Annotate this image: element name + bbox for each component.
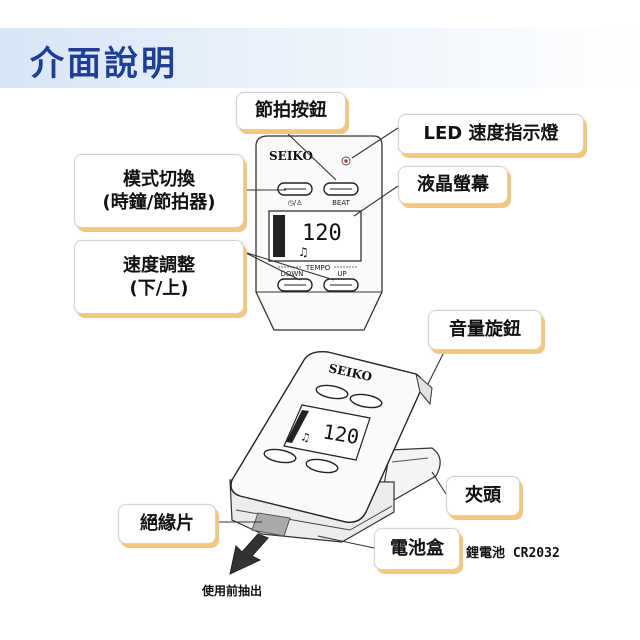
- callout-mode-switch: 模式切換 (時鐘/節拍器): [74, 154, 244, 228]
- callout-volume-knob: 音量旋鈕: [428, 310, 542, 350]
- tempo-label: TEMPO: [305, 264, 331, 272]
- leader-tempo-down: [243, 251, 301, 281]
- beat-label: BEAT: [332, 199, 350, 207]
- pull-out-arrow: [229, 533, 269, 575]
- persp-mode-button: [315, 384, 349, 400]
- persp-up-button: [305, 458, 339, 474]
- perspective-view: SEIKO 120 ♫: [229, 350, 441, 543]
- callout-beat-button-text: 節拍按鈕: [255, 100, 327, 122]
- battery-type-label: 鋰電池 CR2032: [466, 546, 560, 561]
- clip-ridge: [391, 457, 429, 463]
- perspective-lcd: [283, 404, 371, 461]
- callout-battery-box: 電池盒: [374, 528, 460, 570]
- callout-lcd-text: 液晶螢幕: [417, 174, 489, 196]
- leader-battery: [317, 535, 375, 549]
- perspective-lcd-beat-bar: [286, 410, 309, 443]
- callout-mode-switch-subtext: (時鐘/節拍器): [102, 192, 216, 213]
- front-lcd-value: 120: [302, 221, 342, 246]
- perspective-lcd-note: ♫: [299, 430, 311, 445]
- leader-lcd: [353, 185, 399, 217]
- callout-insulator-text: 絕緣片: [140, 513, 194, 535]
- persp-beat-button: [349, 393, 383, 409]
- led-dot: [344, 159, 348, 163]
- clip: [379, 447, 441, 510]
- battery-slot-line: [235, 509, 351, 531]
- callout-clip: 夾頭: [446, 476, 520, 516]
- front-view: SEIKO ◷/♙ BEAT 120 ♫ TEMPO DOWN UP: [255, 135, 383, 331]
- callout-tempo-adjust-subtext: (下/上): [129, 278, 189, 299]
- mode-icon-label: ◷/♙: [288, 199, 303, 207]
- callout-insulator: 絕緣片: [118, 504, 216, 544]
- insulator-tab[interactable]: [251, 512, 291, 537]
- battery-slot-line-2: [349, 505, 393, 531]
- callout-led-text: LED 速度指示燈: [423, 123, 559, 145]
- callout-lcd: 液晶螢幕: [398, 166, 508, 204]
- leader-tempo-up: [243, 251, 335, 281]
- volume-knob[interactable]: [415, 372, 433, 406]
- front-brand-logo: SEIKO: [269, 149, 313, 163]
- callout-beat-button: 節拍按鈕: [236, 92, 346, 130]
- callout-tempo-adjust: 速度調整 (下/上): [74, 240, 244, 314]
- page-title: 介面說明: [30, 44, 178, 84]
- callout-led: LED 速度指示燈: [398, 114, 584, 154]
- callout-volume-knob-text: 音量旋鈕: [449, 319, 521, 341]
- callout-clip-text: 夾頭: [465, 485, 501, 507]
- front-lcd-beat-bar: [273, 215, 285, 257]
- front-lcd-note: ♫: [298, 245, 309, 259]
- leader-beat-button: [287, 133, 337, 181]
- persp-down-button: [263, 448, 297, 464]
- title-banner: 介面說明: [0, 28, 640, 88]
- pull-note-label: 使用前抽出: [202, 584, 263, 598]
- leader-clip: [431, 471, 447, 495]
- callout-tempo-adjust-text: 速度調整: [123, 254, 195, 276]
- leader-led: [351, 127, 399, 159]
- callout-mode-switch-text: 模式切換: [123, 168, 195, 190]
- down-label: DOWN: [280, 270, 303, 278]
- up-label: UP: [337, 270, 346, 278]
- callout-battery-box-text: 電池盒: [390, 538, 444, 560]
